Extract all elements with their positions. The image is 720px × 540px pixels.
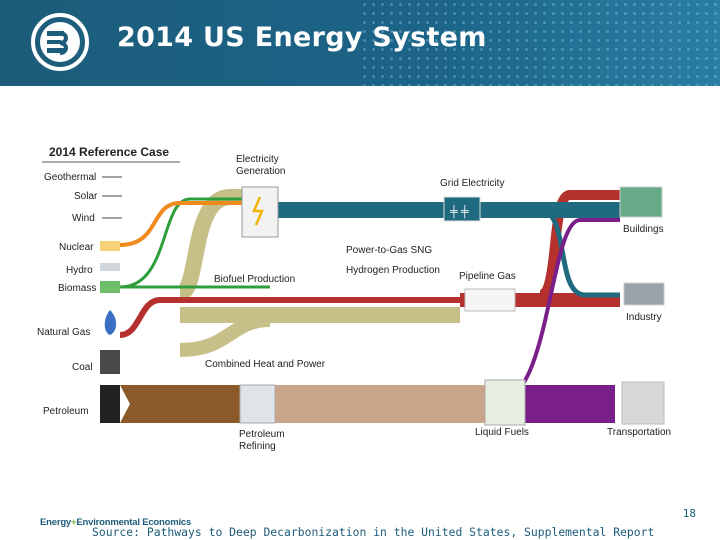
lightning-icon xyxy=(252,196,264,226)
petroleum-drop-icon xyxy=(100,385,120,423)
source-label: Coal xyxy=(72,362,93,373)
reference-case-label: 2014 Reference Case xyxy=(49,145,169,159)
flow-nuclear xyxy=(119,201,270,247)
page-number: 18 xyxy=(682,507,696,520)
biofuel-production-label: Biofuel Production xyxy=(214,274,295,285)
header-dot-pattern xyxy=(360,0,720,86)
hydrogen-production-label: Hydrogen Production xyxy=(346,265,440,276)
natural-gas-flame-icon xyxy=(104,310,117,335)
pipeline-gas-box xyxy=(464,288,516,312)
pylon-icon: ╪ ╪ xyxy=(449,204,469,219)
sector-label: Transportation xyxy=(607,427,671,438)
chp-label: Combined Heat and Power xyxy=(205,359,326,370)
grid-electricity-label: Grid Electricity xyxy=(440,178,504,189)
source-label: Geothermal xyxy=(44,172,96,183)
source-label: Hydro xyxy=(66,265,93,276)
flow-gas-buildings xyxy=(537,190,620,300)
grid-electricity-box xyxy=(443,196,481,222)
liquid-fuels-box xyxy=(484,379,526,426)
source-label: Petroleum xyxy=(43,406,89,417)
source-labels: Geothermal Solar Wind Nuclear Hydro Biom… xyxy=(37,172,122,417)
liquid-fuels-label: Liquid Fuels xyxy=(475,427,529,438)
industry-icon xyxy=(623,282,665,306)
buildings-icon xyxy=(619,186,663,218)
source-label: Solar xyxy=(74,191,98,202)
footer-logo: Energy+Environmental Economics xyxy=(40,517,191,528)
logo-plus: + xyxy=(71,517,77,528)
flow-electricity-industry xyxy=(539,207,620,298)
biomass-icon xyxy=(100,281,120,293)
source-citation: Source: Pathways to Deep Decarbonization… xyxy=(92,525,655,539)
source-label: Biomass xyxy=(58,283,96,294)
source-label: Natural Gas xyxy=(37,327,90,338)
logo-text: Energy xyxy=(40,517,72,528)
flow-renewable-1 xyxy=(119,197,270,289)
flow-gas-top xyxy=(119,297,460,338)
nuclear-icon xyxy=(100,241,120,251)
pipeline-gas-label: Pipeline Gas xyxy=(459,271,516,282)
logo-text: Environmental Economics xyxy=(76,517,192,528)
sector-label: Buildings xyxy=(623,224,664,235)
e3-logo-icon xyxy=(31,13,89,71)
transportation-icon xyxy=(621,381,665,425)
energy-flow-diagram: 2014 Reference Case ╪ ╪ Geothermal Solar xyxy=(37,145,671,452)
hydro-icon xyxy=(100,263,120,271)
source-label: Wind xyxy=(72,213,95,224)
flow-petroleum xyxy=(120,385,240,423)
sector-label: Industry xyxy=(626,312,662,323)
page-title: 2014 US Energy System xyxy=(117,22,487,53)
flow-liquid-fuels xyxy=(525,385,615,423)
power-to-gas-label: Power-to-Gas SNG xyxy=(346,245,432,256)
coal-icon xyxy=(100,350,120,374)
slide-header: 2014 US Energy System xyxy=(0,0,720,86)
refinery-box xyxy=(239,384,276,424)
source-label: Nuclear xyxy=(59,242,94,253)
flow-biofuel-lower xyxy=(179,313,271,357)
flow-refined xyxy=(275,385,485,423)
